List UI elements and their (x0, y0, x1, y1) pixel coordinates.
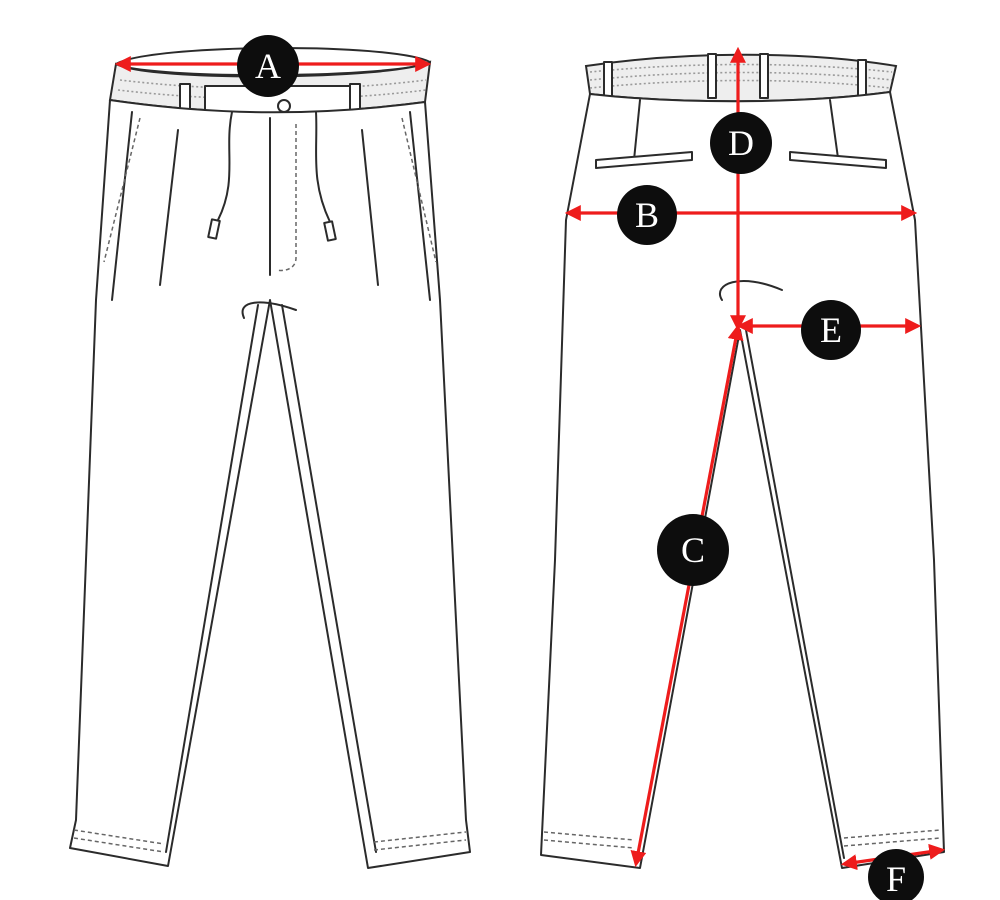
badge-c: C (657, 514, 729, 586)
pants-back-view (540, 53, 945, 869)
badge-a-label: A (255, 46, 281, 86)
drawstring-left (217, 111, 233, 221)
drawstring-right (315, 111, 331, 223)
badge-c-label: C (681, 530, 705, 570)
back-waistband (584, 53, 898, 103)
badge-f: F (868, 849, 924, 900)
badge-a: A (237, 35, 299, 97)
back-pocket-right (789, 151, 887, 169)
badge-b: B (617, 185, 677, 245)
measure-line-c (630, 323, 744, 868)
badge-f-label: F (886, 859, 906, 899)
front-button (277, 99, 291, 113)
back-legs-outline (540, 91, 945, 869)
badge-d-label: D (728, 123, 754, 163)
pants-front-view (69, 46, 471, 869)
measurement-lines (114, 46, 946, 871)
badge-e: E (801, 300, 861, 360)
badge-d: D (710, 112, 772, 174)
measurement-badges: A B C D E F (237, 35, 924, 900)
front-legs-outline (69, 99, 471, 869)
back-pocket-left (595, 151, 693, 169)
badge-e-label: E (820, 310, 842, 350)
badge-b-label: B (635, 195, 659, 235)
